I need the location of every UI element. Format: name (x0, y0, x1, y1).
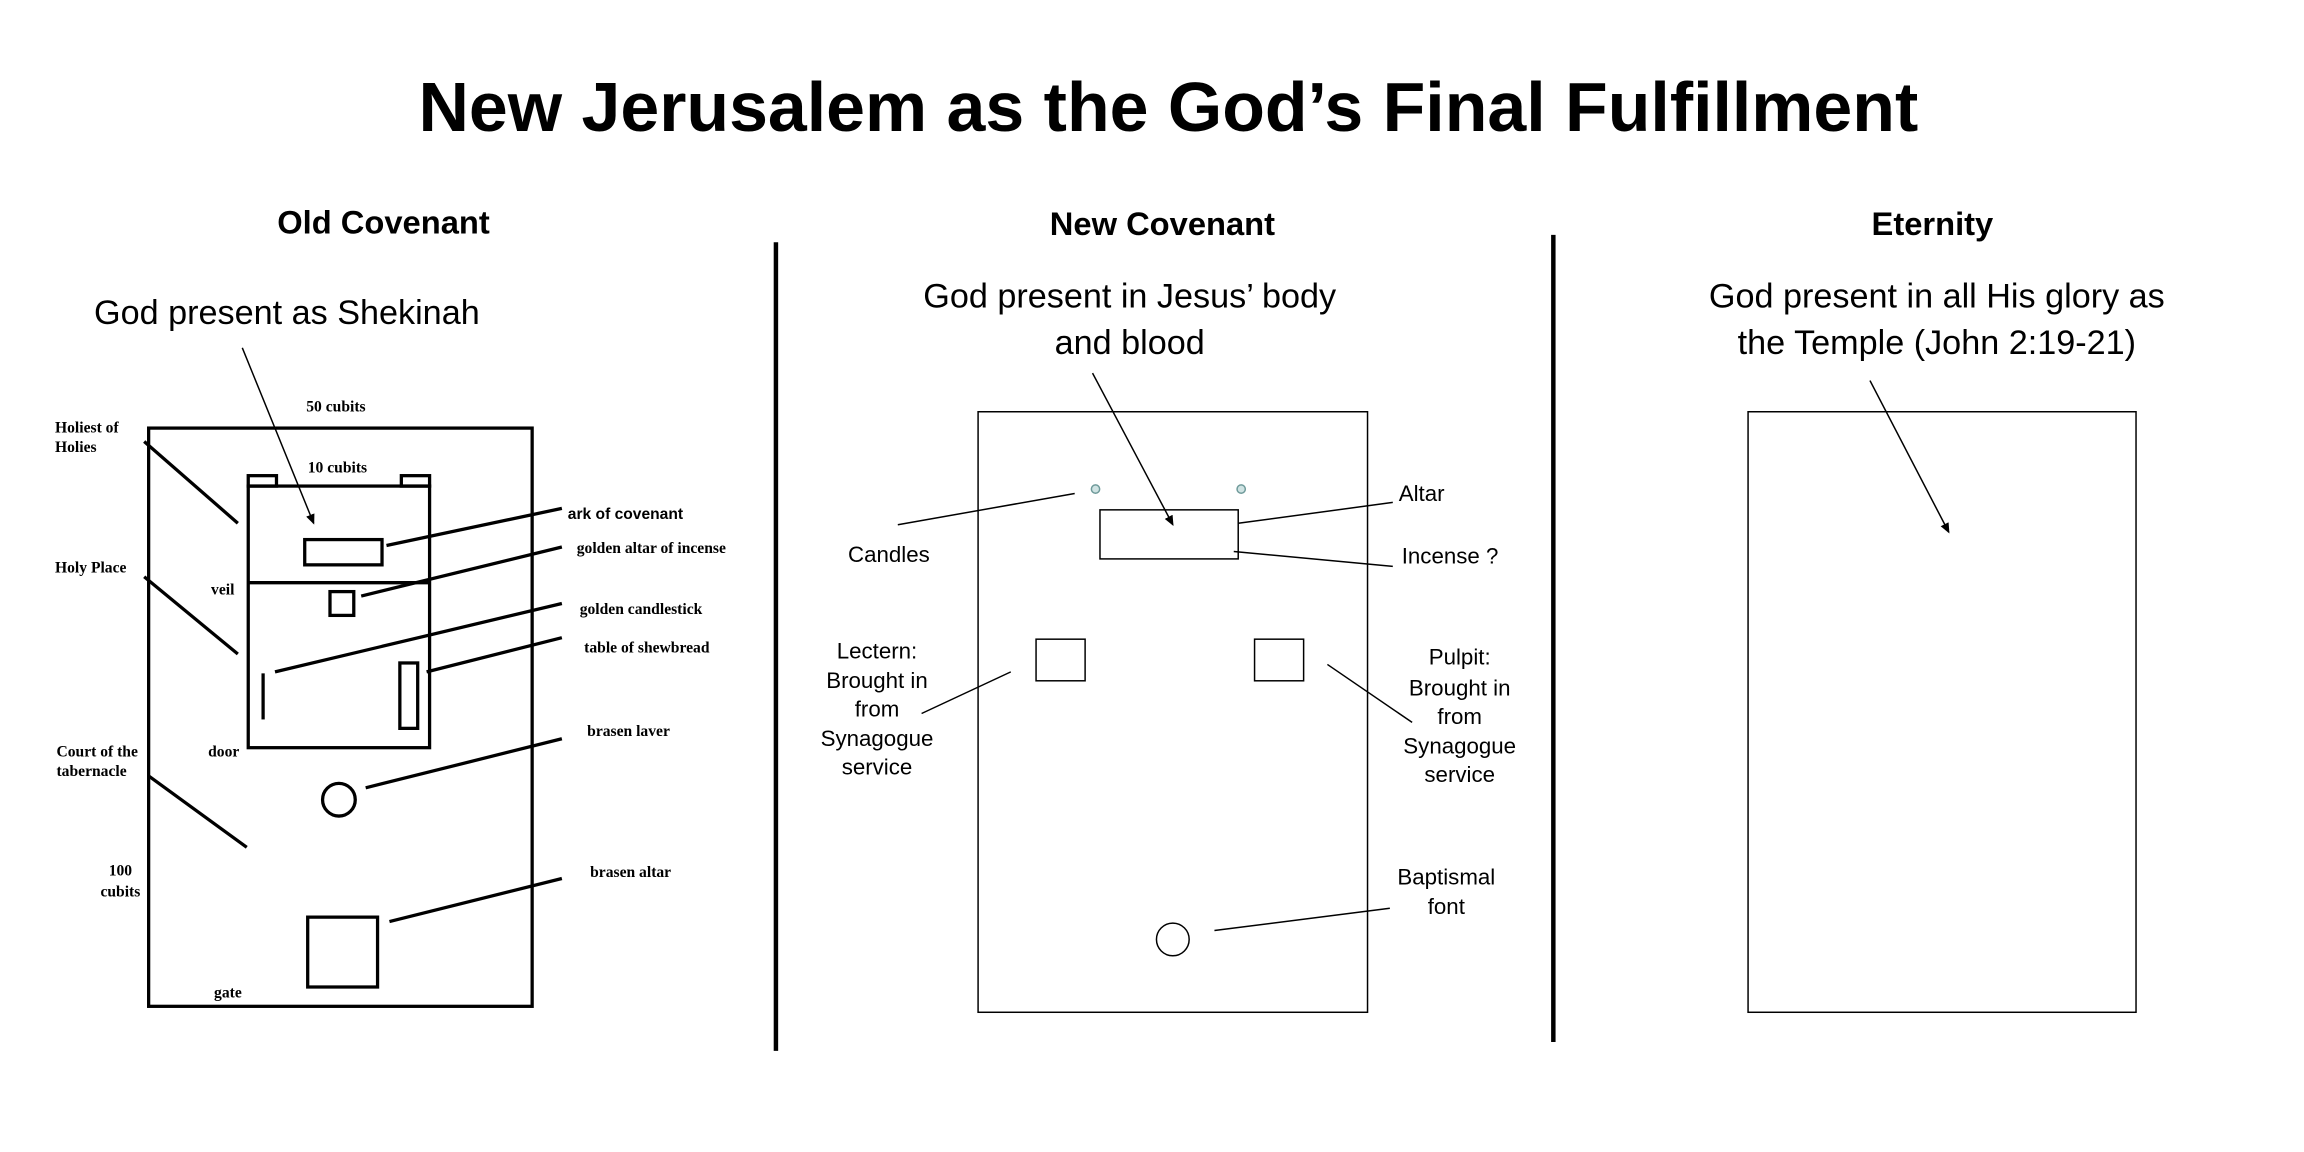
leader-line (389, 876, 563, 924)
leader-line (274, 601, 563, 674)
diagram-label: Candles (848, 542, 930, 567)
diagram-label: font (1428, 894, 1466, 919)
dimension-label: 10 cubits (308, 460, 367, 477)
arrow (1091, 372, 1174, 527)
diagram-label: Lectern: (837, 638, 918, 663)
diagram-label: ark of covenant (568, 506, 683, 523)
leader-line (897, 492, 1075, 526)
leader-line (143, 440, 239, 525)
column-caption: the Temple (John 2:19-21) (1738, 324, 2136, 362)
leader-line (360, 545, 563, 598)
leader-line (1214, 907, 1390, 932)
diagram-label: tabernacle (56, 763, 126, 780)
tabernacle-tab (246, 474, 279, 488)
new-covenant-column: New Covenant God present in Jesus’ body … (821, 205, 1516, 1014)
diagram-label: Brought in (826, 668, 928, 693)
candle-dot (1090, 484, 1101, 494)
tabernacle-diagram: 50 cubits 10 cubits Holiest of Holies Ho… (55, 399, 726, 1008)
diagram-label: from (855, 696, 900, 721)
slide-title: New Jerusalem as the God’s Final Fulfill… (418, 68, 1918, 146)
diagram-label: Holiest of (55, 420, 119, 437)
laver-shape (320, 781, 357, 818)
dimension-label: 100 (109, 863, 133, 880)
ark-shape (303, 537, 384, 567)
shewbread-shape (398, 661, 420, 730)
diagram-label: service (842, 754, 913, 779)
column-heading: New Covenant (1050, 205, 1275, 242)
incense-altar-shape (328, 589, 356, 618)
eternity-column: Eternity God present in all His glory as… (1709, 205, 2165, 1014)
diagram-label: Incense ? (1402, 543, 1499, 568)
altar-shape (1099, 509, 1239, 560)
diagram-label: Synagogue (1403, 734, 1516, 759)
tabernacle-outline (246, 484, 432, 750)
diagram-label: Synagogue (821, 726, 934, 751)
arrow (1869, 380, 1950, 534)
column-caption: God present as Shekinah (94, 294, 480, 332)
font-shape (1155, 922, 1190, 957)
leader-line (386, 506, 563, 548)
column-caption: and blood (1055, 324, 1205, 362)
leader-line (365, 737, 563, 790)
diagram-label: Altar (1399, 481, 1445, 506)
leader-line (143, 575, 239, 656)
dimension-label: cubits (100, 883, 140, 900)
court-outline (147, 426, 534, 1008)
leader-line (1233, 550, 1393, 568)
column-caption: God present in Jesus’ body (923, 278, 1337, 316)
diagram-label: veil (211, 582, 235, 599)
pulpit-shape (1253, 638, 1305, 682)
diagram-label: service (1424, 762, 1495, 787)
column-heading: Eternity (1872, 205, 1994, 242)
column-heading: Old Covenant (277, 203, 490, 240)
diagram-label: door (208, 744, 239, 761)
diagram-label: Court of the (56, 744, 137, 761)
church-outline (977, 411, 1369, 1014)
tabernacle-tab (399, 474, 432, 488)
arrow (241, 347, 315, 525)
temple-outline (1747, 411, 2137, 1014)
leader-line (1238, 501, 1393, 524)
dimension-label: 50 cubits (306, 399, 365, 416)
old-covenant-column: Old Covenant God present as Shekinah (55, 203, 726, 1008)
brasen-altar-shape (306, 915, 380, 989)
candle-dot (1236, 484, 1247, 494)
diagram-label: Pulpit: (1429, 644, 1491, 669)
leader-line (147, 774, 248, 849)
diagram-label: brasen laver (587, 723, 670, 740)
diagram-label: gate (214, 984, 242, 1001)
diagram-label: Baptismal (1397, 864, 1495, 889)
diagram-label: table of shewbread (584, 640, 710, 657)
lectern-shape (1035, 638, 1086, 682)
column-caption: God present in all His glory as (1709, 278, 2165, 316)
diagram-label: brasen altar (590, 864, 671, 881)
church-diagram: Candles Altar Incense ? Lectern: Brought… (821, 411, 1516, 1014)
leader-line (1326, 663, 1413, 724)
diagram-label: golden altar of incense (577, 540, 726, 557)
diagram-label: Holy Place (55, 559, 127, 576)
leader-line (921, 671, 1012, 715)
diagram-label: from (1437, 704, 1482, 729)
leader-line (426, 636, 563, 674)
diagram-label: Brought in (1409, 676, 1511, 701)
diagram-label: Holies (55, 439, 97, 456)
diagram-label: golden candlestick (580, 601, 703, 618)
